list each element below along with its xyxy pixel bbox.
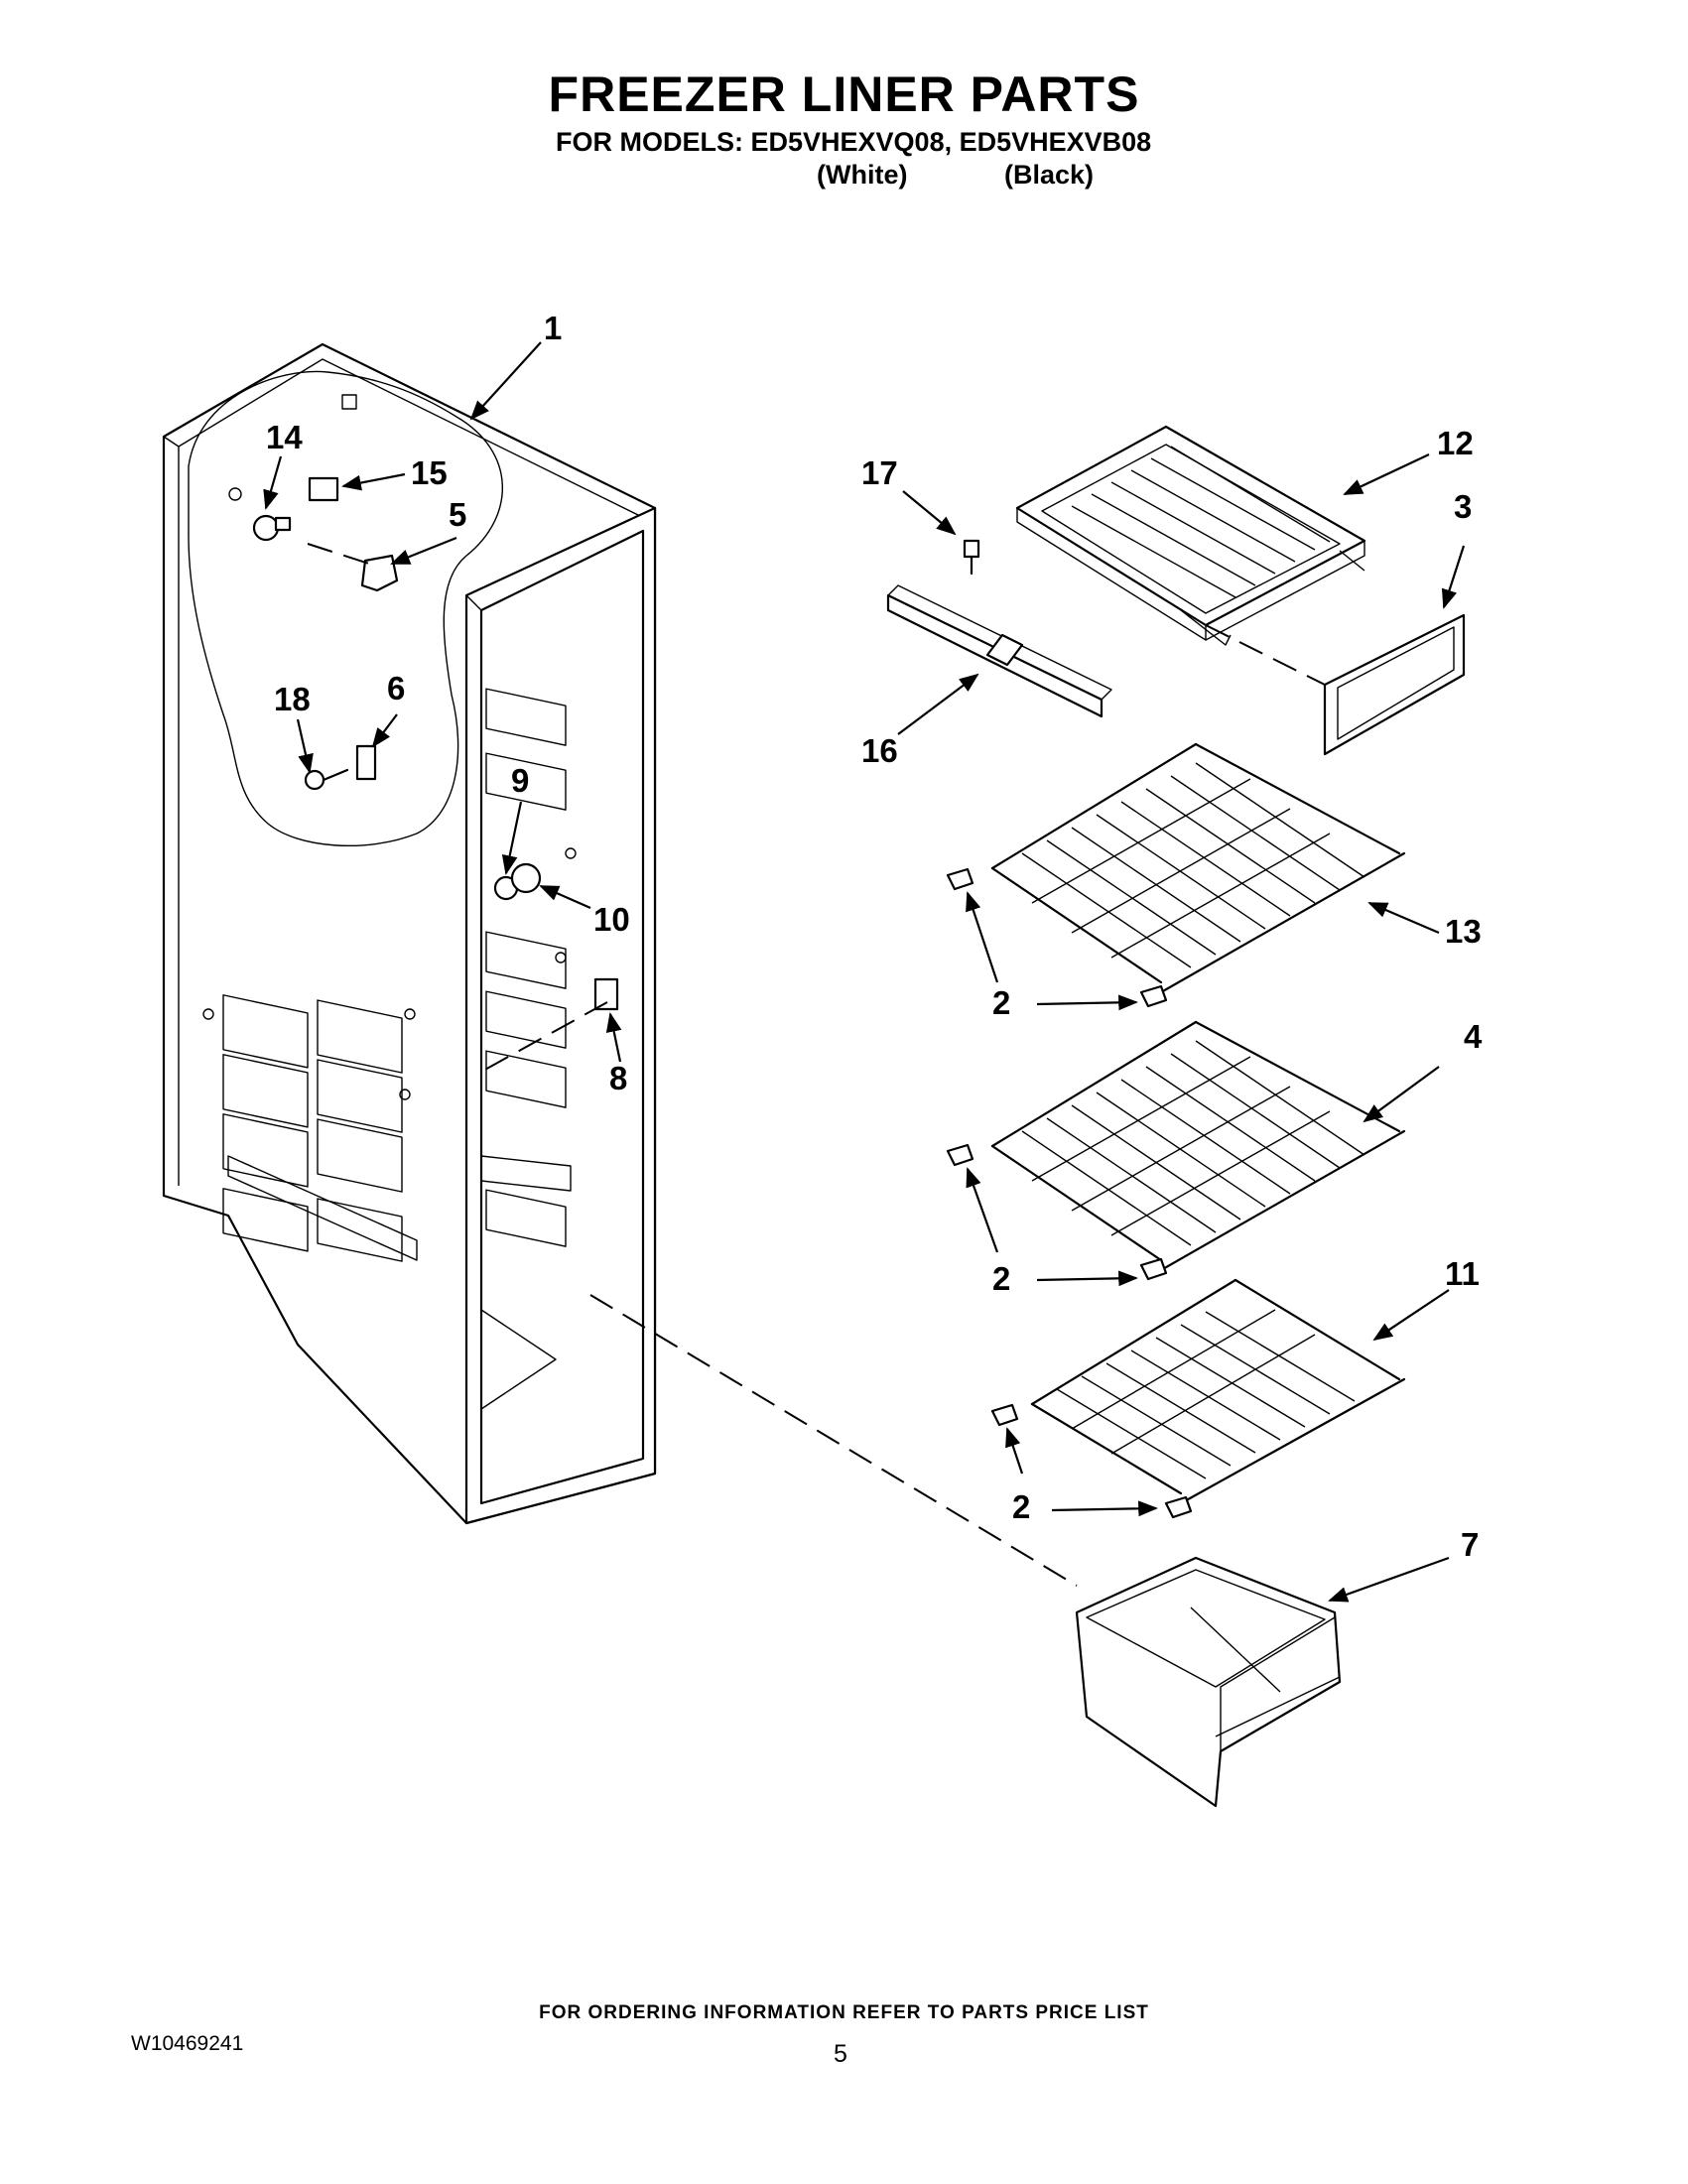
wire-shelf-part-11 (990, 1278, 1406, 1519)
screw-part-17 (963, 539, 980, 576)
callout-11: 11 (1445, 1255, 1480, 1292)
ordering-note: FOR ORDERING INFORMATION REFER TO PARTS … (539, 2002, 1149, 2023)
light-bulb-part-14 (252, 514, 292, 542)
callout-5: 5 (449, 496, 466, 533)
callout-6: 6 (387, 670, 405, 707)
callout-9: 9 (511, 762, 529, 799)
variant-white-label: (White) (817, 160, 908, 190)
callout-17: 17 (861, 454, 898, 491)
callout-4: 4 (1464, 1018, 1483, 1055)
clip-part-5 (360, 554, 399, 592)
variant-black-label: (Black) (1004, 160, 1095, 190)
page-number: 5 (834, 2040, 847, 2068)
callout-leaders (263, 341, 1466, 1603)
callout-15: 15 (411, 454, 448, 491)
model-list: FOR MODELS: ED5VHEXVQ08, ED5VHEXVB08 (556, 127, 1152, 157)
callout-16: 16 (861, 732, 898, 769)
assembly-dashed-line (589, 1294, 1078, 1587)
shelf-support-part-16 (886, 584, 1112, 718)
screw-part-18 (304, 768, 349, 791)
callout-14: 14 (266, 419, 303, 455)
document-number: W10469241 (131, 2032, 244, 2055)
callout-13: 13 (1445, 913, 1482, 950)
sliding-shelf-part-12 (1015, 425, 1366, 646)
wire-shelf-part-13 (946, 742, 1406, 1008)
light-switch-part-15 (308, 476, 339, 502)
callout-7: 7 (1461, 1526, 1479, 1563)
freezer-liner (162, 342, 657, 1525)
callout-8: 8 (609, 1060, 627, 1096)
connector-part-8 (593, 977, 619, 1011)
callout-18: 18 (274, 681, 311, 717)
damper-part-9 (493, 847, 577, 901)
callout-3: 3 (1454, 488, 1472, 525)
callout-2-bottom: 2 (1012, 1488, 1030, 1525)
page-title: FREEZER LINER PARTS (548, 66, 1140, 122)
callout-12: 12 (1437, 425, 1474, 461)
callout-10: 10 (593, 901, 630, 938)
shelf-front-part-3 (1323, 613, 1466, 756)
freezer-bin-part-7 (1075, 1556, 1342, 1808)
callout-1: 1 (544, 310, 562, 346)
bracket-part-6 (355, 744, 377, 781)
callout-2-top: 2 (992, 984, 1010, 1021)
wire-shelf-part-4 (946, 1020, 1406, 1281)
callout-2-middle: 2 (992, 1260, 1010, 1297)
